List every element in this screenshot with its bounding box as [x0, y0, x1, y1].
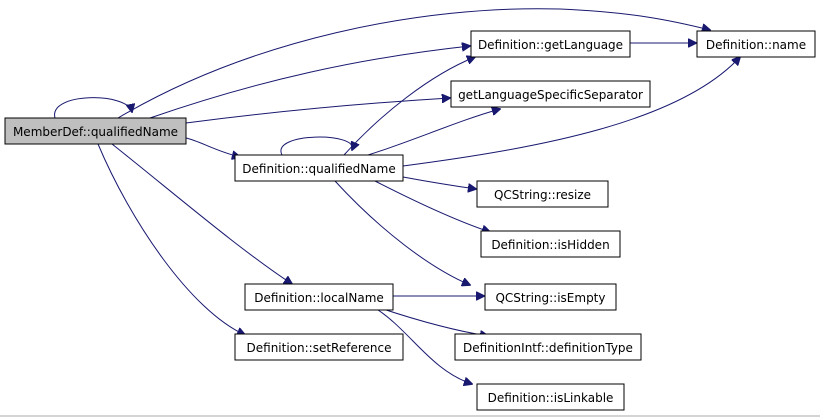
node-label: Definition::isHidden [491, 238, 609, 252]
nodes-layer: MemberDef::qualifiedName Definition::get… [4, 30, 816, 411]
node-definition-setreference[interactable]: Definition::setReference [234, 333, 404, 361]
node-label: Definition::qualifiedName [242, 162, 395, 176]
edge-def-qualifiedname-to-resize [402, 176, 476, 189]
node-label: QCString::isEmpty [495, 291, 605, 305]
edge-memberdef-to-def-name [117, 8, 710, 119]
edge-def-qualifiedname-to-getlanguage [343, 57, 475, 156]
node-definitionintf-definitiontype[interactable]: DefinitionIntf::definitionType [454, 333, 642, 361]
node-definition-name[interactable]: Definition::name [696, 30, 816, 58]
node-definition-ishidden[interactable]: Definition::isHidden [480, 230, 621, 258]
node-label: Definition::name [706, 38, 806, 52]
node-definition-qualifiedname[interactable]: Definition::qualifiedName [234, 154, 404, 182]
edge-def-qualifiedname-to-isempty [334, 180, 470, 285]
edge-localname-to-islinkable [374, 307, 472, 384]
node-label: MemberDef::qualifiedName [13, 125, 178, 139]
node-qcstring-resize[interactable]: QCString::resize [476, 180, 609, 208]
edge-memberdef-to-def-qualifiedname [185, 137, 240, 157]
node-definition-localname[interactable]: Definition::localName [244, 283, 394, 311]
node-label: Definition::localName [254, 291, 384, 305]
node-getlanguagespecificseparator[interactable]: getLanguageSpecificSeparator [450, 80, 651, 108]
node-label: Definition::setReference [247, 341, 392, 355]
edges-layer [54, 8, 740, 384]
node-label: DefinitionIntf::definitionType [463, 341, 633, 355]
node-label: getLanguageSpecificSeparator [458, 88, 643, 102]
edge-localname-to-definitiontype [379, 307, 488, 336]
edge-memberdef-to-localname [111, 143, 292, 284]
node-label: Definition::getLanguage [478, 38, 623, 52]
node-label: Definition::isLinkable [488, 391, 614, 405]
edge-def-qualifiedname-self-loop [280, 136, 353, 156]
edge-def-qualifiedname-to-ishidden [374, 180, 490, 232]
edge-memberdef-to-separator [185, 98, 450, 124]
edge-def-qualifiedname-to-separator [367, 109, 500, 156]
node-definition-islinkable[interactable]: Definition::isLinkable [476, 383, 625, 411]
edge-memberdef-to-setreference [97, 143, 245, 335]
edge-def-qualifiedname-to-def-name [402, 57, 740, 167]
edge-memberdef-to-getlanguage [149, 46, 470, 119]
node-qcstring-isempty[interactable]: QCString::isEmpty [484, 283, 617, 311]
node-definition-getlanguage[interactable]: Definition::getLanguage [470, 30, 631, 58]
edge-memberdef-self-loop [54, 97, 132, 119]
node-label: QCString::resize [494, 188, 591, 202]
node-memberdef-qualifiedname[interactable]: MemberDef::qualifiedName [4, 117, 187, 145]
